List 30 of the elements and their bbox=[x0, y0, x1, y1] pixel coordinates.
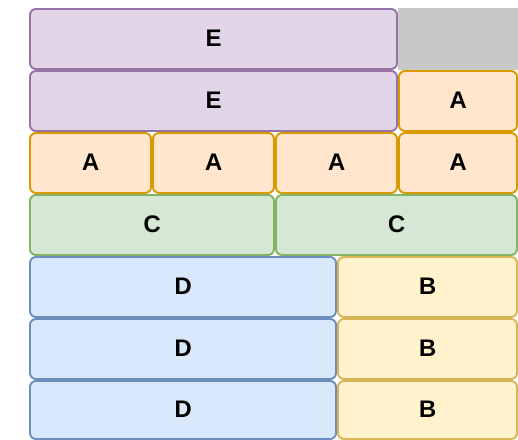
grid-block bbox=[29, 318, 337, 380]
block-label: B bbox=[418, 273, 436, 301]
grid-block bbox=[398, 132, 518, 194]
block-label: B bbox=[418, 396, 436, 424]
grid-block bbox=[152, 132, 275, 194]
grid-block bbox=[29, 194, 275, 256]
grid-block bbox=[398, 70, 518, 132]
block-label: A bbox=[449, 149, 467, 177]
block-label: E bbox=[205, 87, 222, 115]
grid-block bbox=[29, 256, 337, 318]
grid-block bbox=[29, 70, 398, 132]
block-label: B bbox=[418, 335, 436, 363]
block-label: E bbox=[205, 25, 222, 53]
grid-block bbox=[29, 380, 337, 440]
grid-block bbox=[337, 380, 518, 440]
grid-block bbox=[275, 132, 398, 194]
block-label: A bbox=[328, 149, 346, 177]
grid-block bbox=[29, 132, 152, 194]
block-label: C bbox=[143, 211, 161, 239]
block-label: A bbox=[82, 149, 100, 177]
block-label: D bbox=[174, 273, 192, 301]
block-label: A bbox=[449, 87, 467, 115]
block-label: D bbox=[174, 396, 192, 424]
block-label: C bbox=[388, 211, 406, 239]
grid-block bbox=[275, 194, 518, 256]
block-label: D bbox=[174, 335, 192, 363]
block-label: A bbox=[204, 149, 222, 177]
grid-block bbox=[29, 8, 398, 70]
grid-block bbox=[337, 256, 518, 318]
grid-block bbox=[337, 318, 518, 380]
